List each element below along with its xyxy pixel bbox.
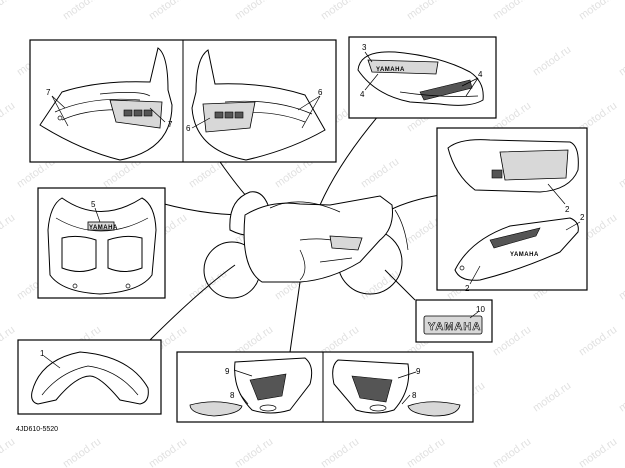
watermark-text: motod.ru xyxy=(491,324,533,359)
watermark-text: motod.ru xyxy=(491,436,533,468)
watermark-text: motod.ru xyxy=(491,0,533,22)
side-panel-set: 9 8 9 8 xyxy=(176,351,474,423)
emblem-panel: YAMAHA 10 xyxy=(415,299,493,343)
watermark-text: motod.ru xyxy=(531,380,573,415)
callout-4-left: 4 xyxy=(360,90,365,99)
watermark-text: motod.ru xyxy=(147,436,189,468)
front-fender-panel: 1 xyxy=(17,339,162,415)
watermark-text: motod.ru xyxy=(0,0,17,22)
callout-4-right: 4 xyxy=(478,70,483,79)
right-side-cowl xyxy=(191,49,326,161)
watermark-text: motod.ru xyxy=(617,44,625,79)
callout-8-right: 8 xyxy=(412,391,417,400)
watermark-text: motod.ru xyxy=(61,436,103,468)
watermark-text: motod.ru xyxy=(319,436,361,468)
callout-3: 3 xyxy=(362,43,367,52)
watermark-text: motod.ru xyxy=(0,324,17,359)
leader-emblem xyxy=(384,269,416,301)
watermark-text: motod.ru xyxy=(233,0,275,22)
callout-7-left: 7 xyxy=(46,88,51,97)
seat-cowl-panel: 2 YAMAHA 2 2 xyxy=(436,127,588,293)
leader-side-panel xyxy=(289,281,301,353)
leader-tail-cover xyxy=(319,107,386,206)
watermark-text: motod.ru xyxy=(0,436,17,468)
watermark-text: motod.ru xyxy=(319,0,361,22)
watermark-text: motod.ru xyxy=(577,324,619,359)
callout-2-lower: 2 xyxy=(465,284,470,293)
watermark-text: motod.ru xyxy=(531,44,573,79)
left-side-cowl xyxy=(39,47,173,161)
watermark-text: motod.ru xyxy=(0,212,17,247)
watermark-text: motod.ru xyxy=(617,268,625,303)
callout-2-upper: 2 xyxy=(565,205,570,214)
watermark-text: motod.ru xyxy=(617,380,625,415)
side-cowl-panels: 7 7 6 6 xyxy=(29,39,337,163)
emblem-brand: YAMAHA xyxy=(428,321,481,333)
part-code-label: 4JD610-5520 xyxy=(16,426,58,433)
callout-1: 1 xyxy=(40,349,45,358)
tail-cover-brand: YAMAHA xyxy=(376,67,405,73)
seat-cowl-brand: YAMAHA xyxy=(510,252,539,258)
motorcycle-center xyxy=(203,191,409,299)
watermark-text: motod.ru xyxy=(405,436,447,468)
callout-5: 5 xyxy=(91,200,96,209)
watermark-text: motod.ru xyxy=(359,156,401,191)
watermark-text: motod.ru xyxy=(405,0,447,22)
callout-6-left: 6 xyxy=(186,124,191,133)
front-cowl-panel: YAMAHA 5 xyxy=(37,187,166,299)
callout-7-right: 7 xyxy=(168,120,173,129)
leader-seat-cowl xyxy=(389,194,441,211)
watermark-text: motod.ru xyxy=(577,0,619,22)
callout-8-left: 8 xyxy=(230,391,235,400)
callout-2-right: 2 xyxy=(580,213,585,222)
callout-10: 10 xyxy=(476,305,485,314)
watermark-text: motod.ru xyxy=(359,268,401,303)
callout-6-right: 6 xyxy=(318,88,323,97)
leader-front-fender xyxy=(149,264,236,341)
callout-9-left: 9 xyxy=(225,367,230,376)
watermark-text: motod.ru xyxy=(61,0,103,22)
watermark-text: motod.ru xyxy=(577,436,619,468)
watermark-text: motod.ru xyxy=(0,100,17,135)
watermark-text: motod.ru xyxy=(147,0,189,22)
watermark-text: motod.ru xyxy=(233,436,275,468)
front-cowl-brand: YAMAHA xyxy=(89,225,118,231)
callout-9-right: 9 xyxy=(416,367,421,376)
watermark-text: motod.ru xyxy=(617,156,625,191)
tail-cover-panel: YAMAHA 3 4 4 xyxy=(348,36,497,119)
